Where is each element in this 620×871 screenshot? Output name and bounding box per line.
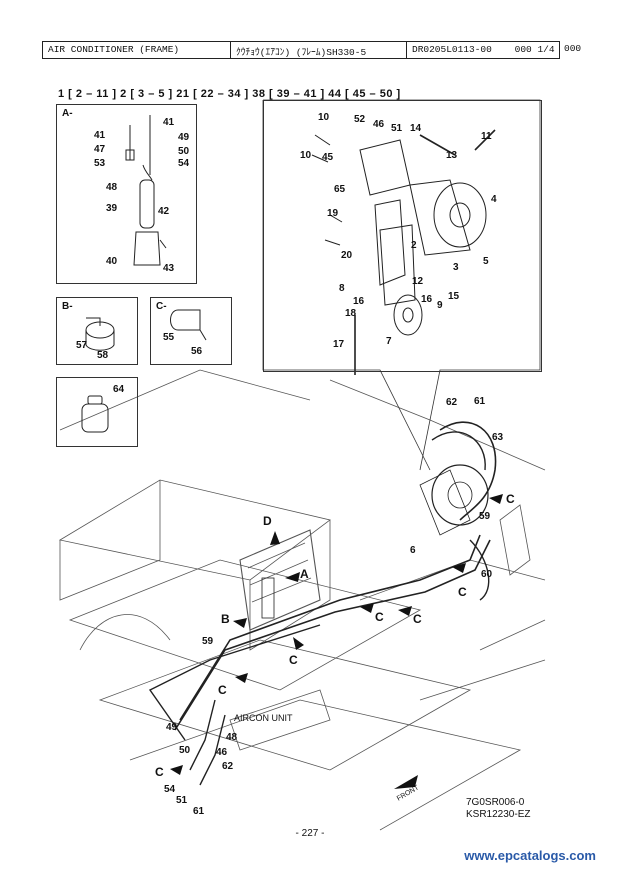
part-number: 61 xyxy=(474,396,486,407)
callout-letter: C xyxy=(289,653,298,667)
part-number: 40 xyxy=(106,256,118,267)
part-number: 52 xyxy=(354,114,366,125)
part-number: 55 xyxy=(163,332,175,343)
part-number: 49 xyxy=(166,722,178,733)
header-title: AIR CONDITIONER (FRAME) xyxy=(42,41,230,59)
header-page-ref: 000 1/4 xyxy=(514,44,555,55)
part-number: 64 xyxy=(113,384,125,395)
part-number: 65 xyxy=(334,184,346,195)
page-number: - 227 - xyxy=(295,828,325,839)
part-number: 48 xyxy=(106,182,118,193)
part-number: 49 xyxy=(178,132,190,143)
part-number: 45 xyxy=(322,152,334,163)
part-number: 16 xyxy=(353,296,365,307)
inset-b-letter: B- xyxy=(62,301,73,312)
inset-b xyxy=(56,297,138,365)
part-number: 7 xyxy=(386,336,392,347)
part-number: 4 xyxy=(491,194,497,205)
inset-a-letter: A- xyxy=(62,108,73,119)
part-number: 41 xyxy=(163,117,175,128)
header-model: ｸｳﾁｮｳ(ｴｱｺﾝ) (ﾌﾚｰﾑ)SH330-5 xyxy=(230,41,406,59)
part-number: 54 xyxy=(178,158,190,169)
header-code-text: DR0205L0113-00 xyxy=(412,44,492,55)
part-number: 50 xyxy=(179,745,191,756)
inset-c-letter: C- xyxy=(156,301,167,312)
compressor-zoom-box xyxy=(263,100,542,372)
part-number: 47 xyxy=(94,144,106,155)
inset-c xyxy=(150,297,232,365)
part-number: 56 xyxy=(191,346,203,357)
group-list: 1 [ 2 – 11 ] 2 [ 3 – 5 ] 21 [ 22 – 34 ] … xyxy=(58,88,401,100)
callout-letter: C xyxy=(413,612,422,626)
part-number: 54 xyxy=(164,784,176,795)
part-number: 5 xyxy=(483,256,489,267)
callout-letter: C xyxy=(375,610,384,624)
part-number: 20 xyxy=(341,250,353,261)
part-number: 46 xyxy=(373,119,385,130)
part-number: 13 xyxy=(446,150,458,161)
part-number: 50 xyxy=(178,146,190,157)
part-number: 6 xyxy=(410,545,416,556)
part-number: 8 xyxy=(339,283,345,294)
part-number: 10 xyxy=(300,150,312,161)
part-number: 59 xyxy=(202,636,214,647)
part-number: 12 xyxy=(412,276,424,287)
inset-a xyxy=(56,104,197,284)
callout-letter: C xyxy=(218,683,227,697)
part-number: 51 xyxy=(391,123,403,134)
reference-code-2: KSR12230-EZ xyxy=(466,809,531,820)
part-number: 41 xyxy=(94,130,106,141)
part-number: 39 xyxy=(106,203,118,214)
part-number: 15 xyxy=(448,291,460,302)
part-number: 10 xyxy=(318,112,330,123)
part-number: 63 xyxy=(492,432,504,443)
part-number: 53 xyxy=(94,158,106,169)
aircon-unit-label: AIRCON UNIT xyxy=(234,713,293,723)
part-number: 62 xyxy=(222,761,234,772)
inset-d xyxy=(56,377,138,447)
part-number: 58 xyxy=(97,350,109,361)
part-number: 16 xyxy=(421,294,433,305)
part-number: 43 xyxy=(163,263,175,274)
callout-letter: D xyxy=(263,514,272,528)
part-number: 57 xyxy=(76,340,88,351)
part-number: 48 xyxy=(226,732,238,743)
part-number: 14 xyxy=(410,123,422,134)
header-code: DR0205L0113-00 000 1/4 xyxy=(406,41,560,59)
part-number: 46 xyxy=(216,747,228,758)
header-table: AIR CONDITIONER (FRAME) ｸｳﾁｮｳ(ｴｱｺﾝ) (ﾌﾚｰ… xyxy=(42,41,586,59)
part-number: 11 xyxy=(481,131,492,142)
callout-letter: A xyxy=(300,567,309,581)
callout-letter: C xyxy=(458,585,467,599)
callout-letter: C xyxy=(155,765,164,779)
part-number: 60 xyxy=(481,569,493,580)
part-number: 42 xyxy=(158,206,170,217)
part-number: 62 xyxy=(446,397,458,408)
callout-letter: C xyxy=(506,492,515,506)
reference-code-1: 7G0SR006-0 xyxy=(466,797,525,808)
part-number: 2 xyxy=(411,240,417,251)
part-number: 51 xyxy=(176,795,188,806)
callout-letter: B xyxy=(221,612,230,626)
part-number: 18 xyxy=(345,308,357,319)
header-extra: 000 xyxy=(564,43,582,54)
part-number: 3 xyxy=(453,262,459,273)
part-number: 59 xyxy=(479,511,491,522)
part-number: 17 xyxy=(333,339,345,350)
watermark-link[interactable]: www.epcatalogs.com xyxy=(464,848,596,863)
part-number: 19 xyxy=(327,208,339,219)
part-number: 61 xyxy=(193,806,205,817)
part-number: 9 xyxy=(437,300,443,311)
